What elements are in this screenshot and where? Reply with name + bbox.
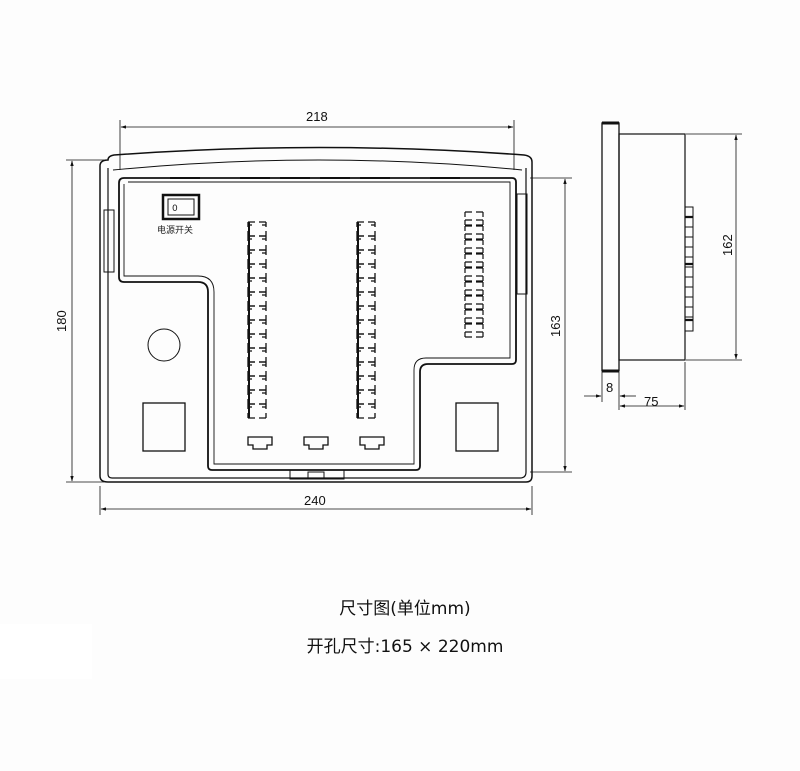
dim-left-height: 180 [54,310,69,332]
terminal-column-right [464,211,484,338]
power-switch: 0 [161,193,201,221]
power-switch-label: 电源开关 [157,224,193,236]
dim-depth: 75 [644,394,658,409]
terminal-column-middle [356,221,376,419]
dim-right-height: 163 [548,315,563,337]
dimension-lines-side [584,133,742,410]
cutout-size-caption: 开孔尺寸:165 × 220mm [306,637,504,657]
terminal-column-left [247,221,267,419]
switch-glyph: 0 [172,204,178,214]
dim-top-width: 218 [306,109,328,124]
right-square-window [455,402,499,452]
front-view: 0 电源开关 [99,146,533,483]
bottom-connectors [247,436,385,450]
side-view [601,121,694,373]
dim-panel-thickness: 8 [606,380,613,395]
drawing-title: 尺寸图(单位mm) [339,599,471,619]
blank-patch [0,624,92,679]
round-indicator [147,328,181,362]
dim-side-height: 162 [720,234,735,256]
left-square-window [142,402,186,452]
dimension-lines-front [66,120,572,515]
dim-bottom-width: 240 [304,493,326,508]
